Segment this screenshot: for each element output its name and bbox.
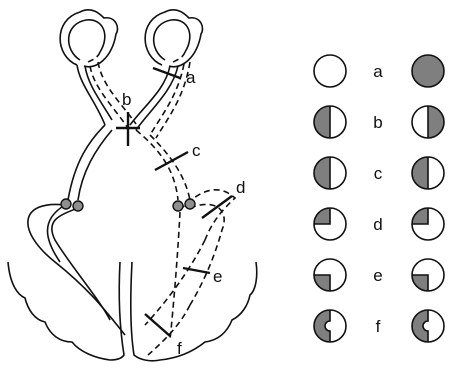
lesion-cut-c	[154, 150, 189, 172]
right-optic-tract	[135, 129, 237, 356]
lesion-cut-e	[182, 266, 211, 275]
visual-field-left-eye-a	[313, 54, 347, 88]
visual-field-right-eye-f	[411, 309, 445, 343]
lesion-cut-d	[201, 195, 233, 219]
left-optic-nerve	[76, 61, 137, 129]
left-eye	[59, 9, 119, 68]
lesion-label-d: d	[236, 178, 245, 197]
visual-field-right-eye-e	[411, 258, 445, 292]
lesion-cut-a	[152, 66, 181, 80]
legend-label-a: a	[373, 62, 383, 81]
left-optic-tract	[27, 124, 126, 336]
left-lgn	[60, 198, 84, 212]
visual-field-legend: a b c d e f	[313, 54, 445, 343]
lesion-label-f: f	[177, 339, 182, 358]
visual-field-right-eye-b	[411, 105, 445, 139]
lesion-label-e: e	[213, 267, 222, 286]
legend-label-c: c	[374, 164, 383, 183]
visual-field-right-eye-a	[411, 54, 445, 88]
right-optic-nerve	[129, 61, 191, 139]
legend-label-d: d	[373, 215, 382, 234]
lesion-label-a: a	[186, 68, 196, 87]
visual-field-right-eye-c	[411, 156, 445, 190]
visual-field-left-eye-c	[313, 156, 347, 190]
legend-label-b: b	[373, 113, 382, 132]
legend-label-f: f	[376, 317, 381, 336]
visual-field-left-eye-d	[313, 207, 347, 241]
visual-field-left-eye-b	[313, 105, 347, 139]
legend-label-e: e	[373, 266, 382, 285]
lesion-label-b: b	[122, 90, 131, 109]
visual-field-left-eye-f	[313, 309, 347, 343]
lesion-label-c: c	[192, 141, 201, 160]
visual-field-left-eye-e	[313, 258, 347, 292]
right-eye	[144, 9, 204, 68]
lesion-cut-f	[144, 313, 171, 337]
visual-field-right-eye-d	[411, 207, 445, 241]
left-occipital-lobe	[7, 261, 125, 361]
right-lgn	[172, 198, 196, 212]
right-occipital-lobe	[129, 261, 258, 362]
